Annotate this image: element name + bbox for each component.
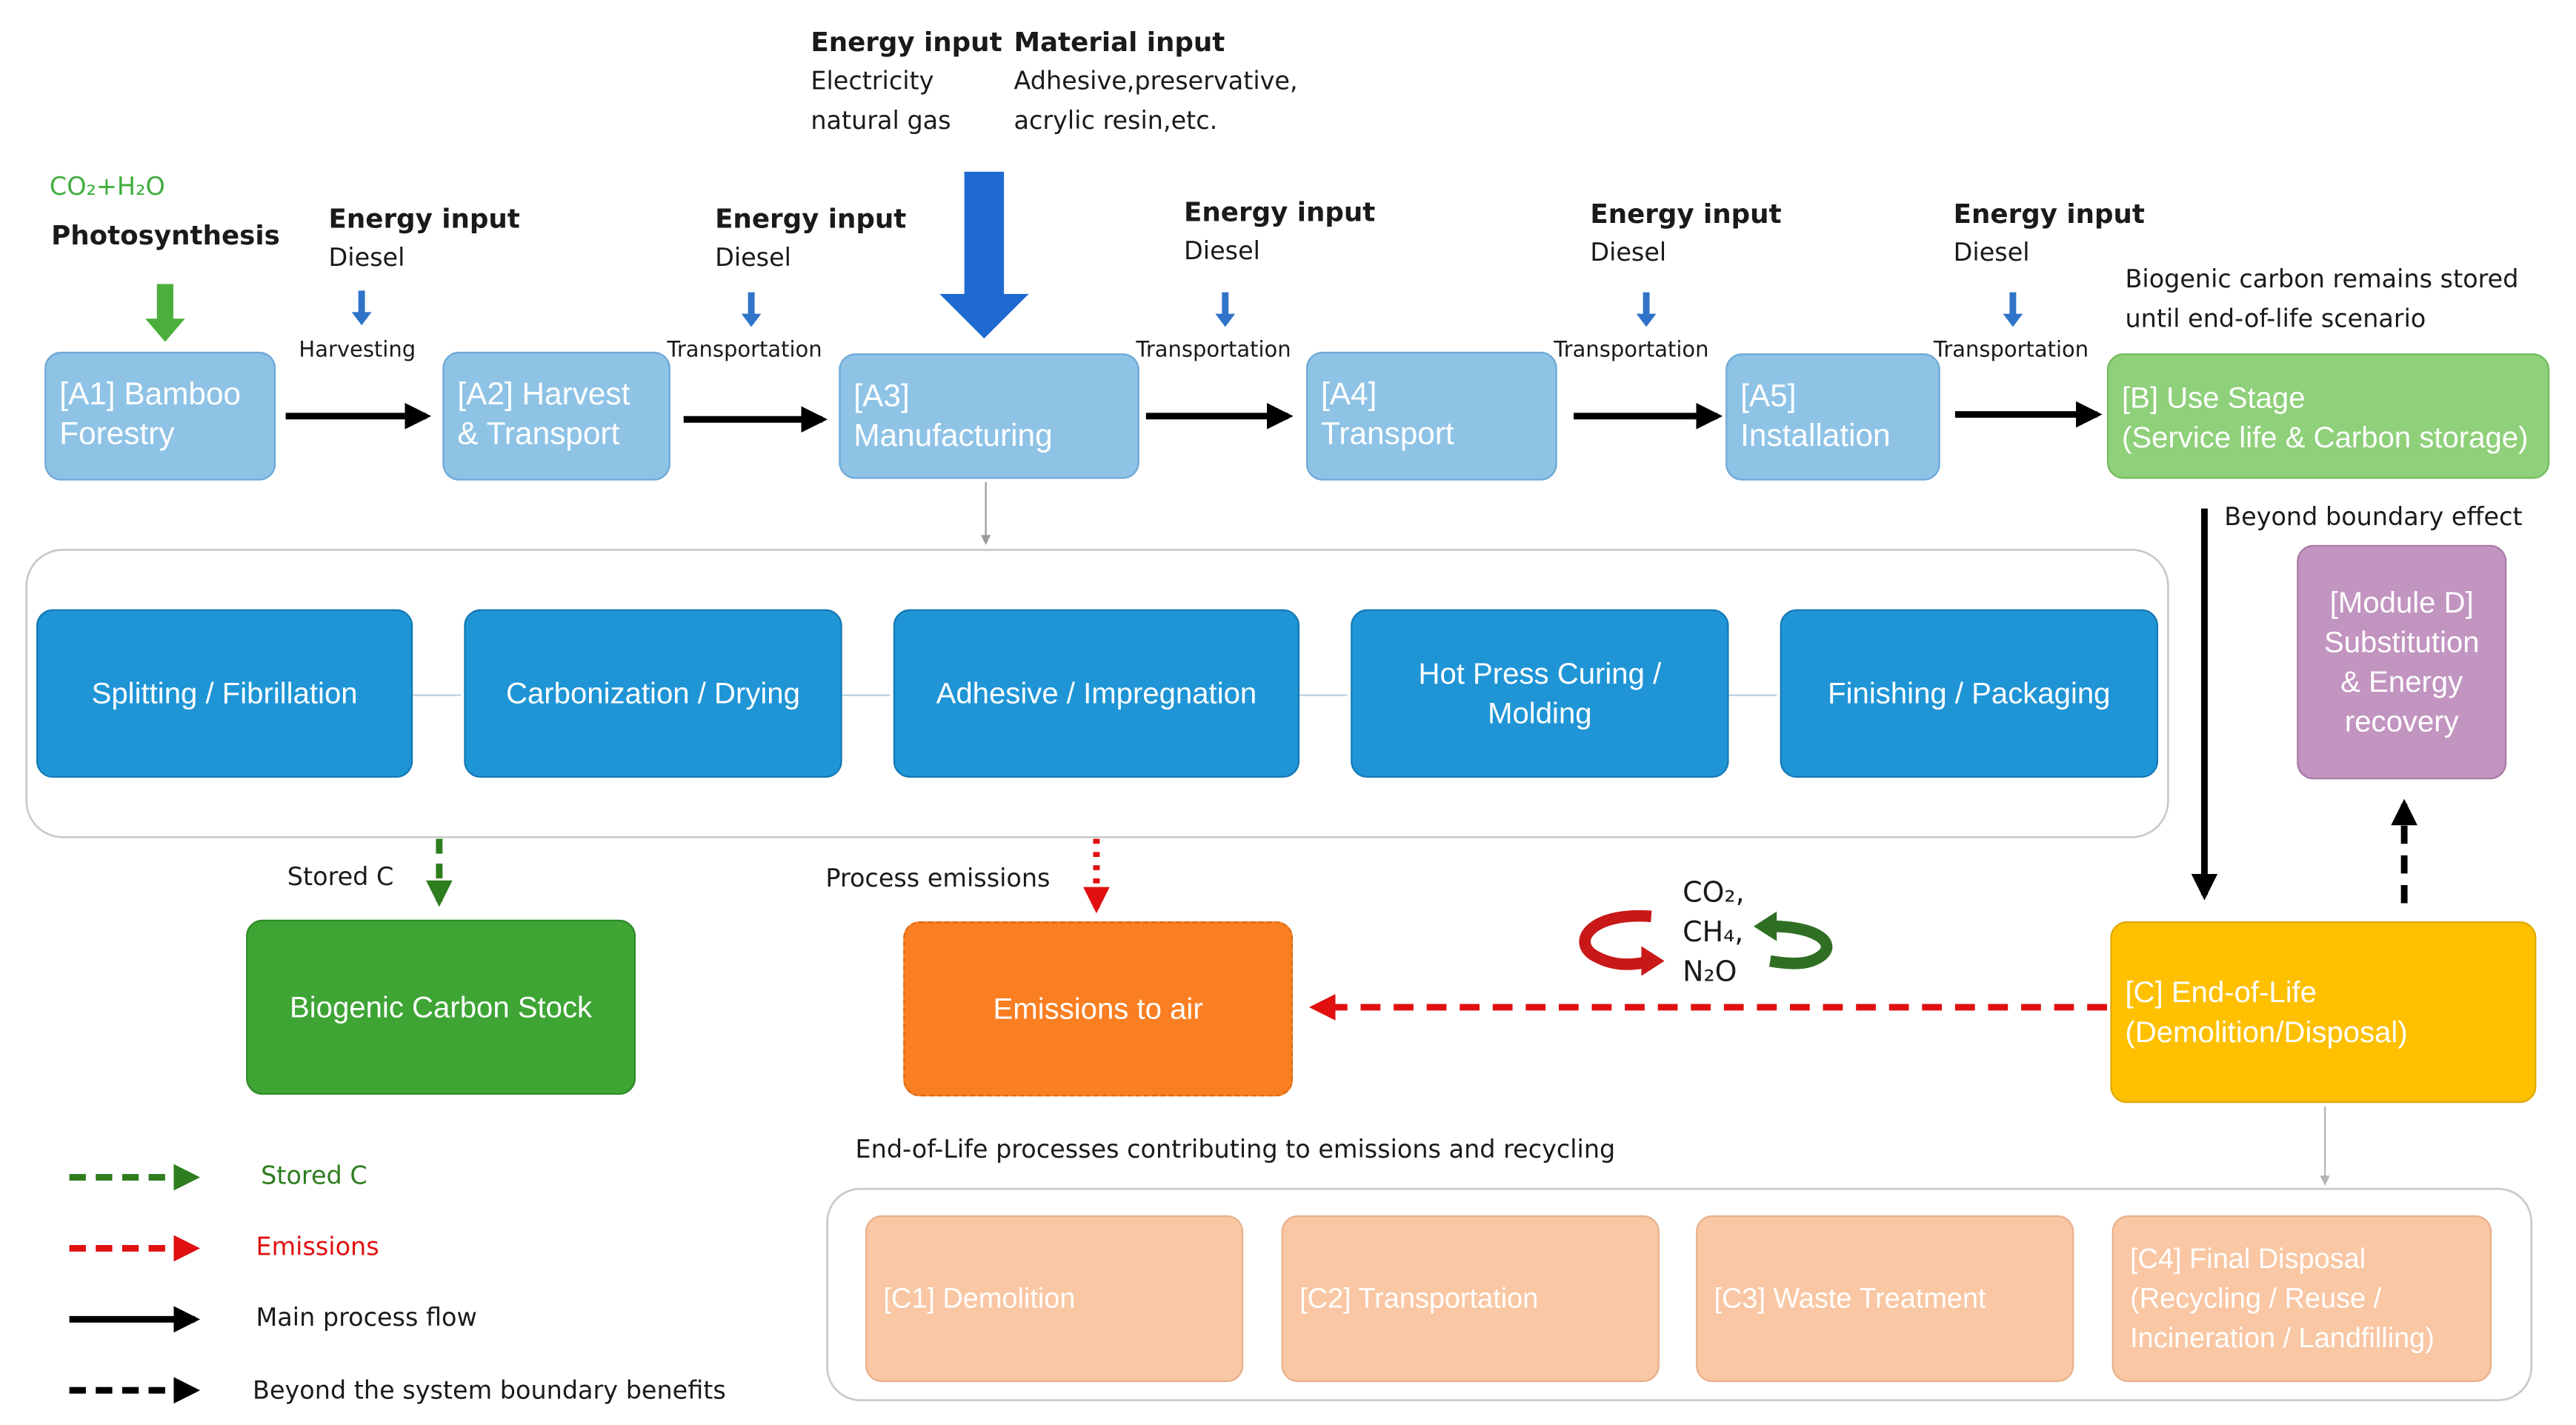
stage-b-use-stage[interactable]: [B] Use Stage (Service life & Carbon sto… [2106, 353, 2550, 479]
b-energy-title: Energy input [1953, 198, 2145, 230]
gas-n2o: N₂O [1683, 955, 1737, 990]
flow-label-transport-1: Transportation [667, 338, 822, 364]
stage-a3-line2: Manufacturing [853, 419, 1053, 455]
photosynthesis-arrow [145, 284, 185, 342]
legend-emissions: Emissions [256, 1232, 379, 1262]
module-d-line3: & Energy [2340, 665, 2463, 699]
stage-a5-line1: [A5] [1740, 379, 1797, 415]
eol-c4-line2: (Recycling / Reuse / [2130, 1283, 2382, 1315]
a3-energy-title: Energy input [811, 26, 1002, 59]
legend-stored-c: Stored C [261, 1161, 367, 1191]
stage-a1-line1: [A1] Bamboo [59, 378, 242, 413]
stage-a1-bamboo-forestry[interactable]: [A1] Bamboo Forestry [44, 351, 276, 481]
material-input-arrow [939, 171, 1029, 339]
beyond-boundary-label: Beyond boundary effect [2224, 501, 2523, 532]
stage-a4-line2: Transport [1321, 418, 1454, 453]
process-splitting-fibrillation[interactable]: Splitting / Fibrillation [36, 609, 413, 778]
red-cycle-icon [1579, 910, 1653, 970]
stage-a2-harvest-transport[interactable]: [A2] Harvest & Transport [442, 351, 670, 481]
module-d-line4: recovery [2344, 704, 2459, 738]
b-energy-fuel: Diesel [1953, 238, 2030, 268]
stage-a4-line1: [A4] [1321, 378, 1377, 413]
stage-b-line1: [B] Use Stage [2122, 381, 2306, 415]
end-of-life-line2: (Demolition/Disposal) [2125, 1015, 2408, 1049]
biogenic-carbon-stock-box[interactable]: Biogenic Carbon Stock [246, 919, 636, 1095]
a3-energy-input-fuel: Diesel [715, 242, 791, 273]
eol-c4-line1: [C4] Final Disposal [2130, 1243, 2366, 1275]
module-d-line2: Substitution [2323, 625, 2480, 659]
end-of-life-line1: [C] End-of-Life [2125, 975, 2317, 1009]
a4-energy-title: Energy input [1184, 196, 1376, 228]
stage-a5-installation[interactable]: [A5] Installation [1725, 353, 1940, 481]
biogenic-note-line1: Biogenic carbon remains stored [2125, 264, 2519, 294]
process-hot-press-curing[interactable]: Hot Press Curing / Molding [1351, 609, 1729, 778]
process-emissions-label: Process emissions [825, 863, 1051, 894]
photosynthesis-label: Photosynthesis [51, 219, 280, 251]
process-adhesive-impregnation[interactable]: Adhesive / Impregnation [893, 609, 1300, 778]
process-hot-press-label: Hot Press Curing / Molding [1418, 657, 1662, 730]
a3-material-line2: acrylic resin,etc. [1014, 105, 1218, 136]
flow-label-transport-3: Transportation [1554, 338, 1709, 364]
eol-c1-demolition[interactable]: [C1] Demolition [865, 1215, 1244, 1383]
stage-a5-line2: Installation [1740, 419, 1891, 455]
stage-a2-line1: [A2] Harvest [457, 378, 630, 413]
process-carbonization-drying[interactable]: Carbonization / Drying [464, 609, 842, 778]
flow-label-harvesting: Harvesting [299, 338, 416, 364]
process-splitting-label: Splitting / Fibrillation [91, 677, 358, 710]
energy-arrow-a4 [1215, 292, 1236, 327]
energy-arrow-b [2003, 292, 2023, 327]
photosynthesis-formula: CO₂+H₂O [49, 171, 165, 201]
gas-co2: CO₂, [1683, 876, 1745, 910]
eol-panel [826, 1187, 2533, 1401]
a5-energy-fuel: Diesel [1590, 238, 1667, 268]
biogenic-carbon-stock-label: Biogenic Carbon Stock [290, 990, 593, 1024]
emissions-to-air-label: Emissions to air [993, 991, 1203, 1025]
flow-label-transport-4: Transportation [1933, 338, 2089, 364]
a2-energy-fuel: Diesel [328, 242, 405, 273]
stage-a3-manufacturing[interactable]: [A3] Manufacturing [839, 353, 1139, 479]
eol-c4-final-disposal[interactable]: [C4] Final Disposal (Recycling / Reuse /… [2111, 1215, 2492, 1383]
module-d-line1: [Module D] [2329, 586, 2474, 620]
process-carbonization-label: Carbonization / Drying [506, 677, 800, 710]
gas-ch4: CH₄, [1683, 916, 1744, 950]
stage-a4-transport[interactable]: [A4] Transport [1305, 351, 1557, 481]
stage-b-line2: (Service life & Carbon storage) [2122, 421, 2529, 455]
legend-beyond-boundary: Beyond the system boundary benefits [253, 1375, 726, 1406]
end-of-life-box[interactable]: [C] End-of-Life (Demolition/Disposal) [2110, 921, 2537, 1104]
eol-caption: End-of-Life processes contributing to em… [855, 1134, 1616, 1164]
energy-arrow-a3 [741, 292, 762, 327]
eol-c2-transportation[interactable]: [C2] Transportation [1281, 1215, 1660, 1383]
eol-c1-line1: [C1] Demolition [883, 1283, 1076, 1315]
a3-energy-line2: natural gas [811, 105, 951, 136]
flow-label-transport-2: Transportation [1136, 338, 1291, 364]
energy-arrow-a2 [351, 290, 372, 326]
biogenic-note-line2: until end-of-life scenario [2125, 304, 2426, 334]
process-finishing-label: Finishing / Packaging [1828, 677, 2111, 710]
emissions-to-air-box[interactable]: Emissions to air [903, 921, 1294, 1097]
process-finishing-packaging[interactable]: Finishing / Packaging [1780, 609, 2159, 778]
a3-material-title: Material input [1014, 26, 1225, 59]
eol-c4-line3: Incineration / Landfilling) [2130, 1322, 2434, 1355]
eol-c2-line1: [C2] Transportation [1299, 1283, 1539, 1315]
a3-material-line1: Adhesive,preservative, [1014, 66, 1298, 96]
stage-a1-line2: Forestry [59, 418, 175, 453]
a4-energy-fuel: Diesel [1184, 236, 1260, 266]
energy-arrow-a5 [1636, 292, 1657, 327]
eol-c3-line1: [C3] Waste Treatment [1714, 1283, 1986, 1315]
module-d-box[interactable]: [Module D] Substitution & Energy recover… [2297, 544, 2507, 780]
a5-energy-title: Energy input [1590, 198, 1782, 230]
eol-c3-waste-treatment[interactable]: [C3] Waste Treatment [1695, 1215, 2074, 1383]
legend-main-flow: Main process flow [256, 1302, 477, 1333]
stored-c-label: Stored C [287, 861, 394, 892]
green-cycle-icon [1763, 920, 1833, 970]
a3-energy-line1: Electricity [811, 66, 934, 96]
a3-energy-input-title: Energy input [715, 203, 907, 235]
stage-a3-line1: [A3] [853, 379, 910, 415]
stage-a2-line2: & Transport [457, 418, 620, 453]
process-adhesive-label: Adhesive / Impregnation [936, 677, 1257, 710]
a2-energy-title: Energy input [328, 203, 520, 235]
